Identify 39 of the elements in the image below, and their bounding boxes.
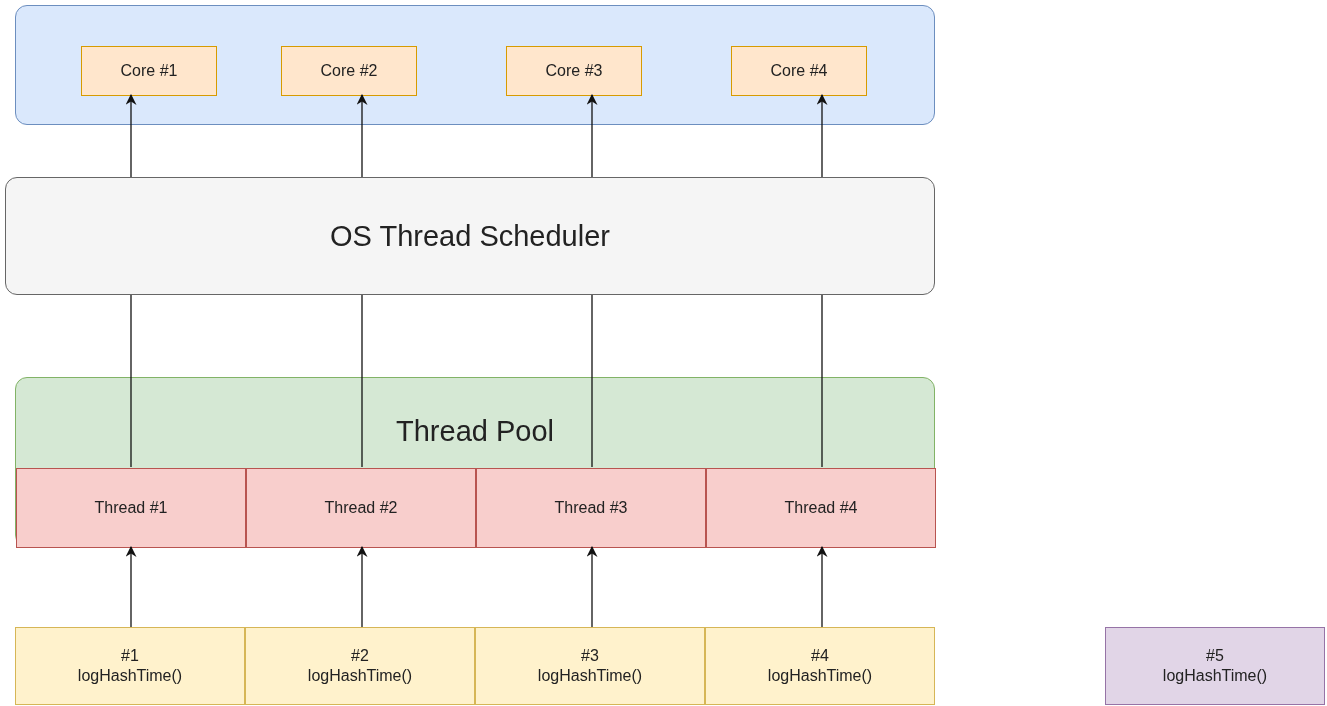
node-label: Core #1 (120, 61, 178, 81)
arrow (586, 545, 598, 628)
arrow (356, 93, 368, 178)
task-box (245, 627, 475, 705)
thread-pool-panel (15, 377, 935, 547)
thread-box (476, 468, 706, 548)
arrow (816, 93, 828, 178)
core-box (506, 46, 642, 96)
node-label: Thread #3 (554, 498, 628, 518)
scheduler-box (5, 177, 935, 295)
task-box (15, 627, 245, 705)
node-label: #3 logHashTime() (536, 646, 644, 686)
core-box (731, 46, 867, 96)
node-label: #4 logHashTime() (766, 646, 874, 686)
core-box (281, 46, 417, 96)
arrow (816, 545, 828, 628)
task-box (1105, 627, 1325, 705)
thread-box (706, 468, 936, 548)
node-label: OS Thread Scheduler (330, 218, 610, 254)
arrow (125, 93, 137, 178)
node-label: #1 logHashTime() (76, 646, 184, 686)
thread-box (246, 468, 476, 548)
task-box (475, 627, 705, 705)
panel-title: Thread Pool (396, 414, 554, 449)
node-label: Core #2 (320, 61, 378, 81)
core-group-panel (15, 5, 935, 125)
arrow (125, 545, 137, 628)
node-label: #2 logHashTime() (306, 646, 414, 686)
node-label: Core #4 (770, 61, 828, 81)
node-label: Core #3 (545, 61, 603, 81)
arrow (586, 93, 598, 178)
core-box (81, 46, 217, 96)
node-label: Thread #4 (784, 498, 858, 518)
node-label: Thread #1 (94, 498, 168, 518)
thread-box (16, 468, 246, 548)
task-box (705, 627, 935, 705)
node-label: #5 logHashTime() (1161, 646, 1269, 686)
node-label: Thread #2 (324, 498, 398, 518)
arrow (356, 545, 368, 628)
